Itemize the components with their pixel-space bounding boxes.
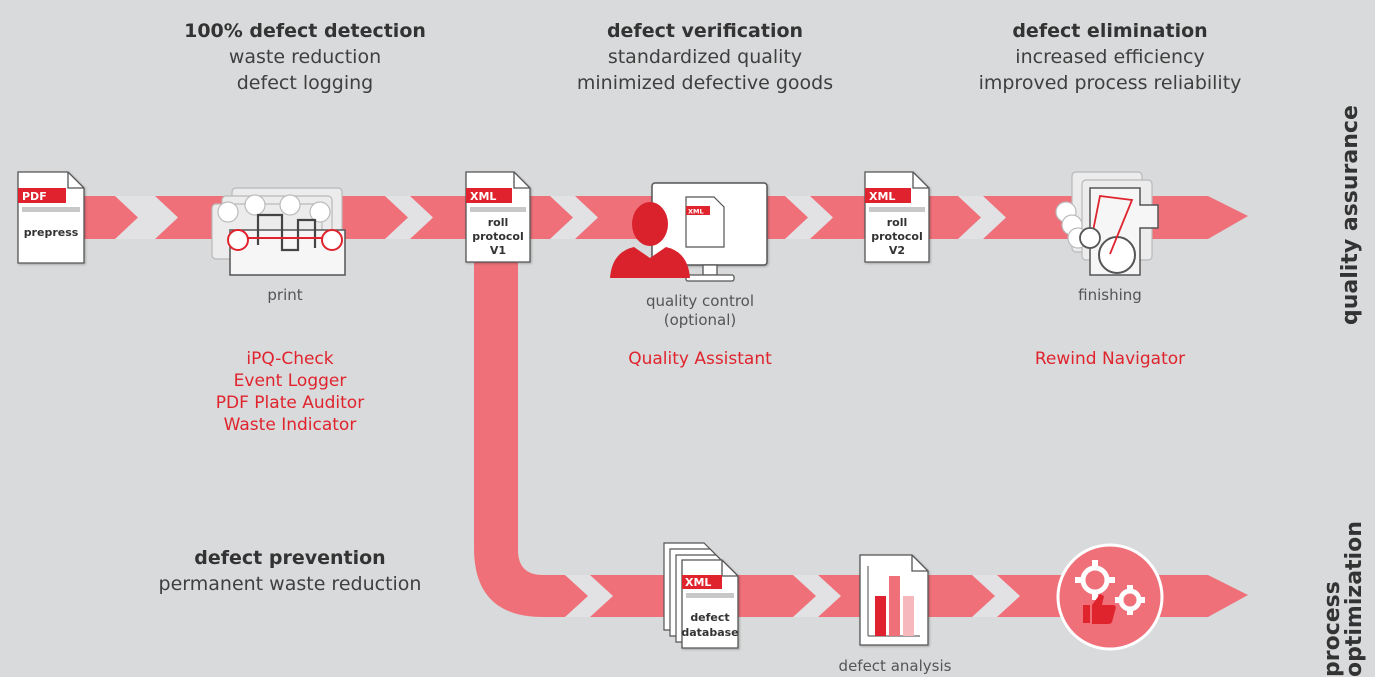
header-verification-line2: minimized defective goods bbox=[576, 72, 834, 94]
db-line2: database bbox=[681, 626, 738, 639]
person-icon bbox=[610, 202, 690, 278]
defect-analysis-chart-document bbox=[859, 554, 929, 646]
side-label-optimization: optimization bbox=[1342, 521, 1367, 677]
header-elimination-line1: increased efficiency bbox=[1015, 46, 1205, 68]
side-label-quality-assurance: quality assurance bbox=[1338, 105, 1363, 325]
product-quality-assistant: Quality Assistant bbox=[628, 349, 772, 369]
analysis-bar-3 bbox=[903, 596, 914, 636]
xml1-line3: V1 bbox=[490, 244, 506, 257]
xml-roll-protocol-v2-document: XML roll protocol V2 bbox=[864, 171, 930, 263]
branch-flow-arrow bbox=[474, 236, 1248, 617]
thumbs-up-icon bbox=[1083, 594, 1116, 624]
station-qc-line2: (optional) bbox=[663, 311, 737, 329]
pdf-prepress-document: PDF prepress bbox=[17, 171, 85, 264]
header-detection-line2: defect logging bbox=[236, 72, 374, 94]
xml2-line1: roll bbox=[887, 216, 908, 229]
pdf-label: prepress bbox=[24, 226, 79, 239]
header-verification-line1: standardized quality bbox=[607, 46, 803, 68]
xml1-tag: XML bbox=[470, 190, 496, 203]
side-label-process: process bbox=[1320, 581, 1345, 677]
product-pdf-plate-auditor: PDF Plate Auditor bbox=[215, 393, 365, 413]
station-qc-line1: quality control bbox=[645, 292, 755, 310]
xml2-line2: protocol bbox=[871, 230, 923, 243]
defect-database-documents: XML defect database bbox=[663, 542, 739, 649]
bottom-chevrons bbox=[565, 575, 1020, 617]
monitor-doc-tag: XML bbox=[688, 208, 704, 216]
header-verification: defect verification standardized quality… bbox=[540, 18, 870, 96]
side-label-process-optimization: process optimization bbox=[1320, 521, 1367, 677]
db-line1: defect bbox=[690, 611, 729, 624]
xml1-line1: roll bbox=[488, 216, 509, 229]
header-elimination-title: defect elimination bbox=[1012, 20, 1208, 42]
header-elimination: defect elimination increased efficiency … bbox=[940, 18, 1280, 96]
header-detection-title: 100% defect detection bbox=[184, 20, 426, 42]
analysis-bar-2 bbox=[889, 576, 900, 636]
analysis-bar-1 bbox=[875, 596, 886, 636]
xml1-line2: protocol bbox=[472, 230, 524, 243]
header-verification-title: defect verification bbox=[606, 20, 804, 42]
quality-control-monitor-icon: XML bbox=[610, 182, 768, 282]
products-print: iPQ-Check Event Logger PDF Plate Auditor… bbox=[180, 348, 400, 436]
station-finishing-label: finishing bbox=[1078, 286, 1142, 304]
product-rewind-navigator: Rewind Navigator bbox=[1034, 349, 1186, 369]
db-tag: XML bbox=[685, 576, 711, 589]
product-ipq-check: iPQ-Check bbox=[246, 349, 334, 369]
header-elimination-line2: improved process reliability bbox=[978, 72, 1242, 94]
xml-roll-protocol-v1-document: XML roll protocol V1 bbox=[465, 171, 531, 263]
xml2-line3: V2 bbox=[889, 244, 905, 257]
station-analysis-label: defect analysis bbox=[838, 657, 952, 675]
header-detection-line1: waste reduction bbox=[228, 46, 382, 68]
product-event-logger: Event Logger bbox=[233, 371, 347, 391]
header-prevention-title: defect prevention bbox=[194, 547, 386, 569]
header-prevention-line: permanent waste reduction bbox=[158, 573, 422, 595]
finishing-machine-icon bbox=[1055, 171, 1159, 276]
header-detection: 100% defect detection waste reduction de… bbox=[150, 18, 460, 96]
top-chevrons bbox=[115, 196, 1006, 239]
station-print-label: print bbox=[267, 286, 303, 304]
optimization-gears-icon bbox=[1056, 543, 1164, 651]
pdf-tag: PDF bbox=[22, 190, 47, 203]
header-prevention: defect prevention permanent waste reduct… bbox=[140, 545, 440, 597]
printing-press-icon bbox=[211, 187, 346, 276]
station-qc-label: quality control (optional) bbox=[610, 292, 790, 330]
xml2-tag: XML bbox=[869, 190, 895, 203]
product-waste-indicator: Waste Indicator bbox=[223, 415, 357, 435]
